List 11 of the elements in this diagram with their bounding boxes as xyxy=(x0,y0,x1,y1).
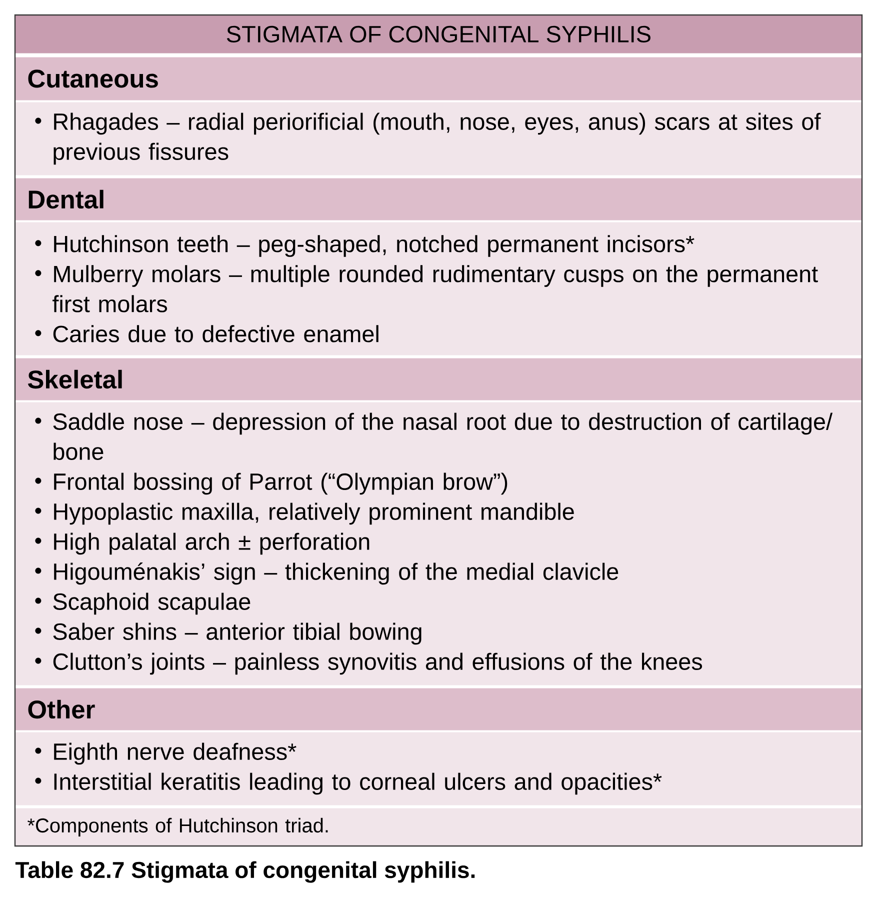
bullet-list: Hutchinson teeth – peg-shaped, notched permanent incisors* Mulberry molars – multiple rounded rudimentary cusps on the permanent first molars Caries due to defective enamel xyxy=(15,222,862,356)
table-title: STIGMATA OF CONGENITAL SYPHILIS xyxy=(15,15,862,54)
section-heading: Skeletal xyxy=(15,358,862,400)
section-heading: Other xyxy=(15,688,862,730)
table-caption: Table 82.7 Stigmata of congenital syphilis. xyxy=(15,861,475,883)
bullet-list: Eighth nerve deafness* Interstitial keratitis leading to corneal ulcers and opacities* xyxy=(15,732,862,806)
section-heading: Dental xyxy=(15,178,862,220)
section-heading: Cutaneous xyxy=(15,57,862,100)
footnote: *Components of Hutchinson triad. xyxy=(15,808,862,846)
bullet-list: Saddle nose – depression of the nasal root due to destruction of cartilage/ bone Frontal bossing of Parrot (“Olympian brow”) Hypoplastic maxilla, relatively prominent mandible High palatal arch ± perforation Higouménakis’ sign – thickening of the medial clavicle Scaphoid scapulae Saber shins – anterior tibial bowing Clutton’s joints – painless synovitis and effusions of the knees xyxy=(15,402,862,686)
bullet-list: Rhagades – radial periorificial (mouth, nose, eyes, anus) scars at sites of previous fissures xyxy=(15,102,862,176)
